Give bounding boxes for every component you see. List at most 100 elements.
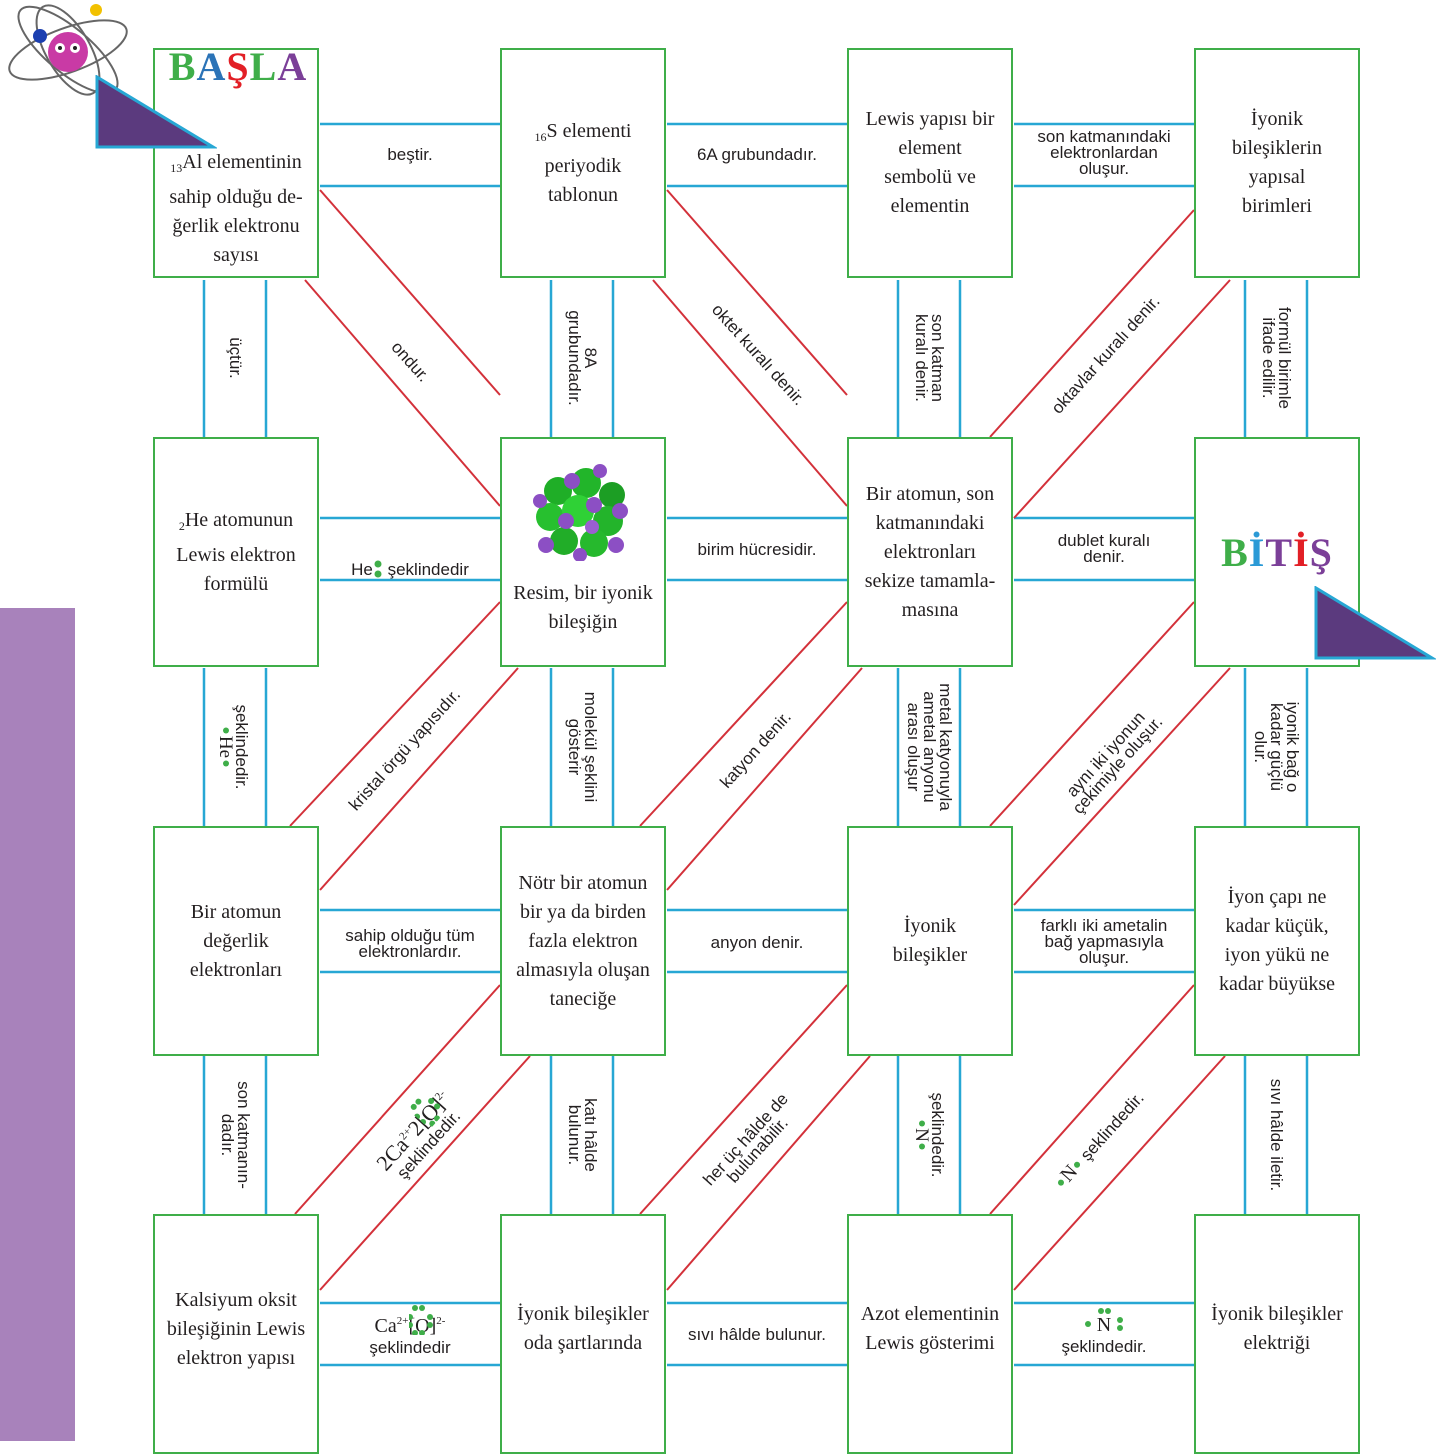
start-letter: Ş [226,44,250,89]
cell-text: sahip olduğu de- [169,186,303,208]
cell-r4c1: Kalsiyum oksit bileşiğinin Lewis elektro… [153,1214,319,1454]
cell-text: İyonik bileşikler [1211,1303,1343,1325]
start-pointer-icon [95,75,217,149]
h-label-r3b: anyon denir. [710,933,804,952]
cell-text: İyonik [1250,108,1304,130]
h-label-r1b: 6A grubundadır. [696,145,818,164]
cell-text: bir ya da birden [519,900,647,923]
h-label-r2a: He şeklindedir [351,560,469,579]
start-title: BAŞLA [165,47,311,87]
cell-text: Lewis elektron [176,543,296,566]
cell-r3c1: Bir atomun değerlik elektronları [153,826,319,1056]
cell-r3c3: İyonik bileşikler [847,826,1013,1056]
h-label-r1a: beştir. [387,145,433,164]
cell-text: bileşiğin [548,611,618,633]
cell-r4c2: İyonik bileşikler oda şartlarında [500,1214,666,1454]
cell-text: katmanındaki [875,511,985,534]
finish-letter: İ [1248,529,1266,575]
start-letter: A [196,44,227,89]
finish-title: BİTİŞ [1221,532,1333,572]
cell-text: sayısı [213,244,259,266]
cell-text: iyon yükü ne [1224,944,1330,966]
cell-text: kadar küçük, [1225,915,1329,937]
finish-letter: Ş [1309,529,1333,575]
v-label-c3c: şeklindedir. N [911,1092,947,1178]
cell-text: 2He atomunun [178,508,294,533]
electron-dot-icon [1073,1160,1082,1169]
cao-lewis-diagonal: 2Ca2+2[O]2- [371,1087,449,1176]
cell-text: Bir atomun, son [865,482,995,505]
oxygen-dots-icon [409,1305,434,1335]
cell-text: İyonik bileşikler [517,1303,649,1325]
cell-text: 13Al elementinin [170,151,302,175]
cell-text: fazla elektron [528,929,638,952]
cell-text: masına [901,598,959,621]
cell-text: değerlik [203,929,269,952]
cell-text: taneciğe [549,987,617,1010]
h-label-r4a: Ca2+[O]2- şeklindedir [320,1305,500,1357]
cell-text: Lewis gösterimi [865,1332,995,1354]
cell-text: Nötr bir atomun [518,871,648,894]
cell-text: bileşikler [892,944,968,966]
cell-r1c2: 16S elementi periyodik tablonun [500,48,666,278]
d-label-7: 2Ca2+2[O]2- şeklindedir. [368,1083,468,1187]
cell-text: elektron yapısı [176,1346,296,1369]
finish-pointer-icon [1314,586,1436,660]
cell-text: kadar büyükse [1218,973,1336,995]
cell-text: bileşiklerin [1232,137,1322,159]
v-label-c4c: sıvı hâlde iletir. [1267,1078,1286,1192]
cell-text: sembolü ve [884,166,976,188]
cell-text: periyodik [544,154,622,177]
nitrogen-lewis: N [1014,1308,1194,1338]
cell-text: oda şartlarında [523,1332,643,1354]
finish-letter: B [1221,529,1249,575]
cao-lewis-formula: Ca2+[O]2- [320,1305,500,1339]
atom-logo-icon [8,4,128,96]
electron-dot-icon [919,1120,925,1127]
cell-text: İyonik [903,915,957,937]
cell-text: tablonun [547,183,618,206]
cell-text: ğerlik elektronu [172,215,300,237]
cell-text: element [898,137,962,159]
electron-pair-icon [374,560,382,578]
cell-text: bileşiğinin Lewis [166,1317,306,1340]
cell-r2c3: Bir atomun, son katmanındaki elektronlar… [847,437,1013,667]
cell-text: elektronları [883,540,977,563]
cell-text: almasıyla oluşan [516,958,650,981]
cell-text: 16S elementi [534,119,632,144]
cell-r3c4: İyon çapı ne kadar küçük, iyon yükü ne k… [1194,826,1360,1056]
cell-text: yapısal [1248,166,1306,188]
electron-dot-icon [919,1143,925,1150]
start-letter: L [249,44,278,89]
cell-r2c2: Resim, bir iyonik bileşiğin [500,437,666,667]
cell-r4c3: Azot elementinin Lewis gösterimi [847,1214,1013,1454]
start-letter: B [168,44,197,89]
cell-text: elektriği [1243,1332,1311,1354]
cell-text: Azot elementinin [860,1303,1000,1325]
v-label-c1c: son katmanın-dadır. [218,1081,253,1189]
cell-finish: BİTİŞ [1194,437,1360,667]
start-letter: A [277,44,308,89]
electron-dot-icon [223,760,229,767]
h-label-r4c: N şeklindedir. [1014,1308,1194,1356]
cell-text: Bir atomun [190,900,282,923]
cell-text: İyon çapı ne [1227,886,1327,908]
cell-r1c4: İyonik bileşiklerin yapısal birimleri [1194,48,1360,278]
h-label-r2b: birim hücresidir. [697,540,817,559]
cell-r1c3: Lewis yapısı bir element sembolü ve elem… [847,48,1013,278]
h-label-r4b: sıvı hâlde bulunur. [688,1325,826,1344]
cell-text: birimleri [1242,195,1312,217]
cell-start: BAŞLA 13Al elementinin sahip olduğu de- … [153,47,319,278]
